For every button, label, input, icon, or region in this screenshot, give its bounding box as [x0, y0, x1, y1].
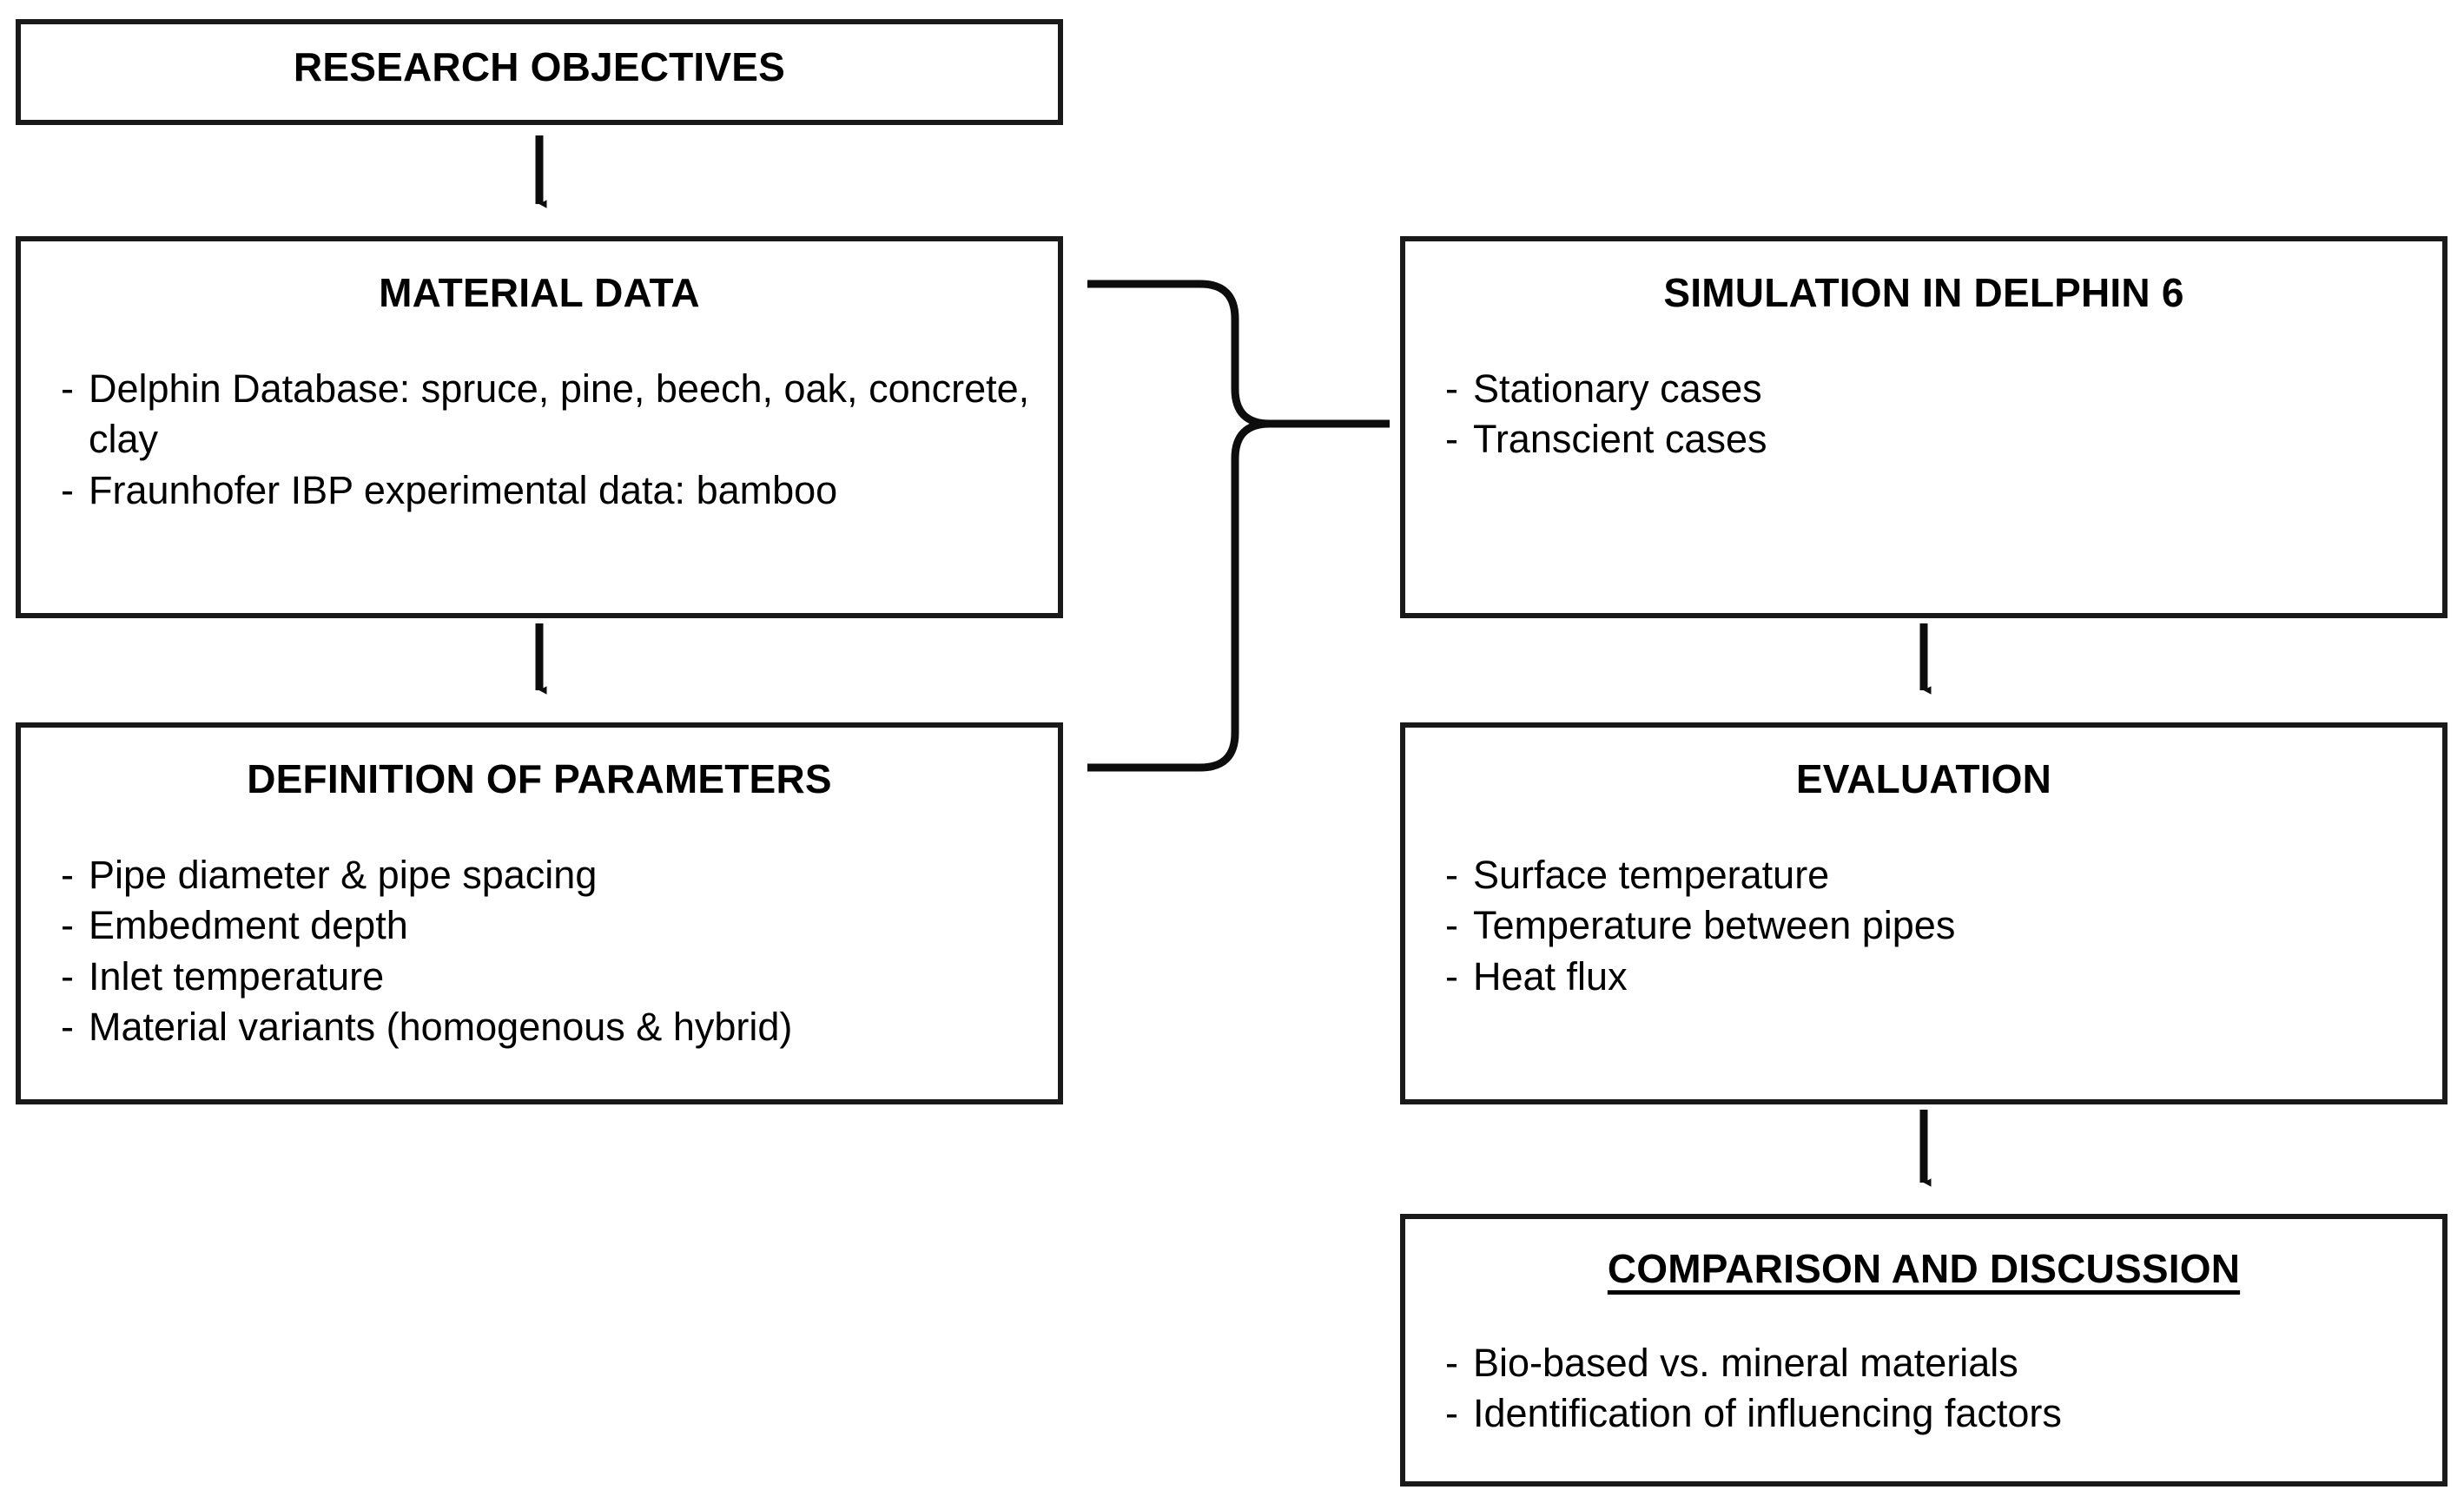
- node-simulation-in-delphin-6-list: Stationary cases Transcient cases: [1443, 364, 2442, 465]
- list-item: Delphin Database: spruce, pine, beech, o…: [59, 364, 1058, 465]
- node-simulation-in-delphin-6-title: SIMULATION IN DELPHIN 6: [1663, 270, 2184, 315]
- list-item: Inlet temperature: [59, 952, 1058, 1003]
- list-item: Fraunhofer IBP experimental data: bamboo: [59, 465, 1058, 517]
- node-definition-of-parameters-list: Pipe diameter & pipe spacing Embedment d…: [59, 850, 1058, 1053]
- node-comparison-and-discussion-list: Bio-based vs. mineral materials Identifi…: [1443, 1338, 2442, 1440]
- list-item: Pipe diameter & pipe spacing: [59, 850, 1058, 901]
- list-item: Surface temperature: [1443, 850, 2442, 901]
- node-research-objectives-title: RESEARCH OBJECTIVES: [293, 44, 786, 89]
- node-comparison-and-discussion: COMPARISON AND DISCUSSION Bio-based vs. …: [1400, 1214, 2447, 1487]
- node-comparison-and-discussion-title: COMPARISON AND DISCUSSION: [1607, 1246, 2241, 1291]
- node-evaluation: EVALUATION Surface temperature Temperatu…: [1400, 722, 2447, 1104]
- node-material-data-list: Delphin Database: spruce, pine, beech, o…: [59, 364, 1058, 517]
- list-item: Stationary cases: [1443, 364, 2442, 415]
- node-material-data-title: MATERIAL DATA: [379, 270, 700, 315]
- list-item: Transcient cases: [1443, 414, 2442, 465]
- node-evaluation-list: Surface temperature Temperature between …: [1443, 850, 2442, 1003]
- list-item: Embedment depth: [59, 900, 1058, 952]
- node-material-data: MATERIAL DATA Delphin Database: spruce, …: [16, 236, 1063, 618]
- list-item: Temperature between pipes: [1443, 900, 2442, 952]
- node-definition-of-parameters-title: DEFINITION OF PARAMETERS: [247, 756, 832, 801]
- node-simulation-in-delphin-6: SIMULATION IN DELPHIN 6 Stationary cases…: [1400, 236, 2447, 618]
- brace-left-column-to-simulation: [1087, 280, 1391, 772]
- list-item: Bio-based vs. mineral materials: [1443, 1338, 2442, 1389]
- list-item: Material variants (homogenous & hybrid): [59, 1002, 1058, 1053]
- list-item: Identification of influencing factors: [1443, 1388, 2442, 1440]
- node-research-objectives: RESEARCH OBJECTIVES: [16, 19, 1063, 125]
- list-item: Heat flux: [1443, 952, 2442, 1003]
- node-evaluation-title: EVALUATION: [1795, 756, 2052, 801]
- node-definition-of-parameters: DEFINITION OF PARAMETERS Pipe diameter &…: [16, 722, 1063, 1104]
